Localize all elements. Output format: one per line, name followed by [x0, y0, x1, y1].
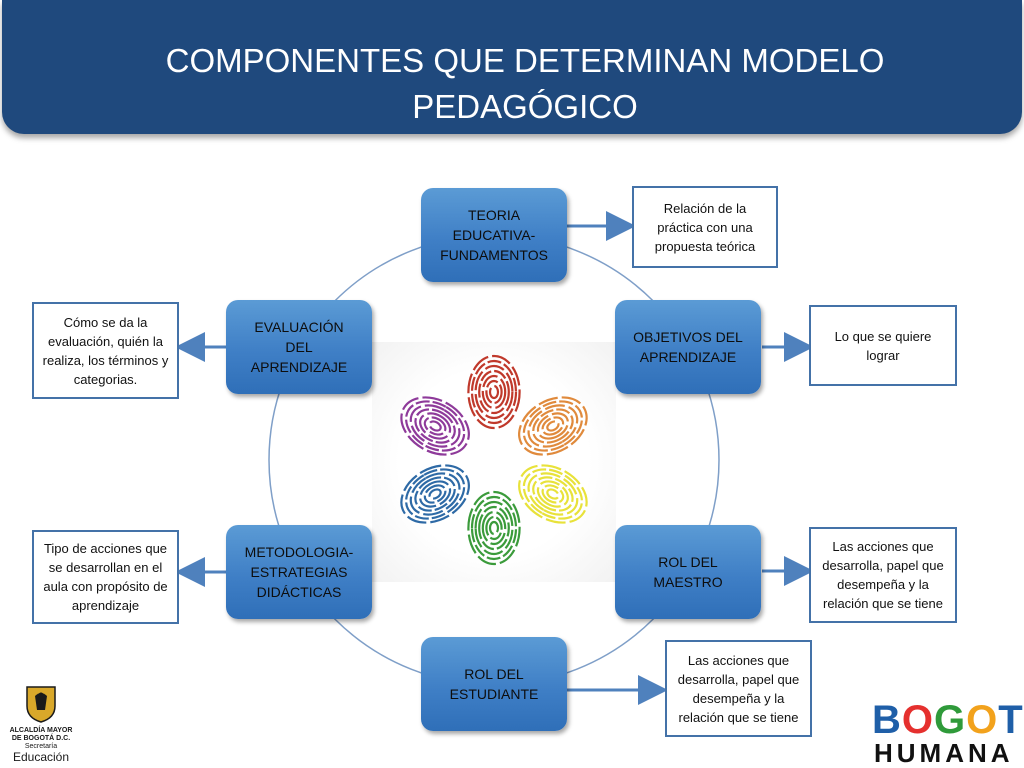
node-teoria-line2: EDUCATIVA-	[452, 227, 536, 243]
brand-letter: G	[934, 698, 967, 742]
node-metodologia: METODOLOGIA- ESTRATEGIAS DIDÁCTICAS	[226, 525, 372, 619]
fingerprint-orange	[518, 396, 588, 456]
page-title: COMPONENTES QUE DETERMINAN MODELO PEDAGÓ…	[165, 42, 885, 125]
node-evaluacion-line3: APRENDIZAJE	[250, 359, 348, 375]
node-rol-estudiante: ROL DEL ESTUDIANTE	[421, 637, 567, 731]
node-teoria-line3: FUNDAMENTOS	[440, 247, 548, 263]
node-evaluacion-line2: DEL	[285, 339, 313, 355]
node-metodologia-line2: ESTRATEGIAS	[250, 564, 348, 580]
node-metodologia-line1: METODOLOGIA-	[244, 544, 354, 560]
node-metodologia-line3: DIDÁCTICAS	[256, 584, 342, 600]
note-rol-maestro: Las acciones que desarrolla, papel que d…	[809, 527, 957, 623]
crest-text-1: ALCALDÍA MAYOR	[9, 727, 73, 734]
node-evaluacion-line1: EVALUACIÓN	[254, 319, 344, 335]
node-objetivos: OBJETIVOS DEL APRENDIZAJE	[615, 300, 761, 394]
note-teoria: Relación de la práctica con una propuest…	[632, 186, 778, 268]
node-teoria: TEORIA EDUCATIVA- FUNDAMENTOS	[421, 188, 567, 282]
alcaldia-logo: ALCALDÍA MAYOR DE BOGOTÁ D.C. Secretaría…	[6, 684, 76, 764]
fingerprint-purple	[400, 396, 470, 456]
fingerprint-illustration	[372, 342, 616, 582]
node-objetivos-line1: OBJETIVOS DEL	[633, 329, 743, 345]
brand-letter: B	[872, 698, 902, 742]
note-metodologia: Tipo de acciones que se desarrollan en e…	[32, 530, 179, 624]
note-objetivos: Lo que se quiere lograr	[809, 305, 957, 386]
brand-letter: O	[901, 698, 935, 742]
note-evaluacion: Cómo se da la evaluación, quién la reali…	[32, 302, 179, 399]
fingerprint-red	[467, 354, 521, 430]
fingerprint-blue	[400, 464, 470, 524]
node-rol-maestro-line1: ROL DEL	[658, 554, 718, 570]
crest-text-2: DE BOGOTÁ D.C.	[11, 735, 71, 742]
bogota-humana-logo: BOGOTÁ HUMANA	[872, 698, 1024, 768]
brand-letter: O	[966, 698, 999, 742]
crest-text-4: Educación	[12, 750, 70, 764]
brand-top: BOGOTÁ	[872, 698, 1024, 742]
node-rol-maestro: ROL DEL MAESTRO	[615, 525, 761, 619]
brand-bottom: HUMANA	[874, 738, 1014, 768]
node-teoria-line1: TEORIA	[467, 207, 521, 223]
node-rol-estudiante-line2: ESTUDIANTE	[449, 686, 539, 702]
crest-shield-icon	[26, 686, 56, 723]
node-rol-maestro-line2: MAESTRO	[653, 574, 723, 590]
crest-text-3: Secretaría	[24, 743, 58, 750]
node-rol-estudiante-line1: ROL DEL	[464, 666, 524, 682]
node-objetivos-line2: APRENDIZAJE	[639, 349, 737, 365]
brand-letter: T	[998, 698, 1024, 742]
fingerprint-yellow	[518, 464, 588, 524]
node-evaluacion: EVALUACIÓN DEL APRENDIZAJE	[226, 300, 372, 394]
fingerprint-green	[467, 490, 521, 566]
note-rol-estudiante: Las acciones que desarrolla, papel que d…	[665, 640, 812, 737]
title-banner	[2, 0, 1022, 134]
